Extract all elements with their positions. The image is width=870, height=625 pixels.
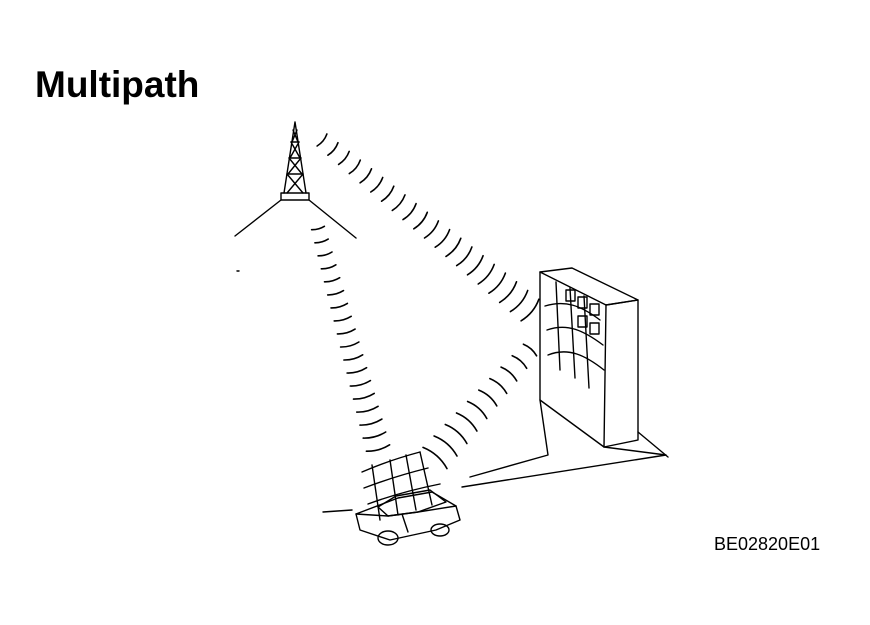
wave-arc — [352, 392, 375, 400]
wave-arc — [520, 298, 540, 322]
wave-arc — [455, 246, 473, 267]
wave-arc — [380, 185, 395, 202]
wave-arc — [346, 366, 368, 374]
wave-arc — [522, 343, 538, 357]
car-icon — [355, 489, 461, 546]
wave-arc — [370, 176, 384, 193]
wave-arc — [339, 341, 360, 348]
wave-arc — [365, 444, 391, 453]
wave-arc — [326, 289, 345, 296]
wave-arc — [500, 366, 518, 382]
broadcast-tower-icon — [234, 121, 357, 239]
wave-arc — [314, 238, 329, 244]
wave-arc — [477, 263, 495, 285]
wave-arc — [310, 225, 326, 231]
wave-arc — [316, 133, 328, 147]
wave-arc — [349, 379, 372, 387]
building-icon — [461, 267, 669, 488]
wave-arc — [323, 276, 341, 283]
road-grid — [322, 451, 441, 521]
wave-arc — [466, 254, 484, 276]
wave-arc — [422, 446, 448, 470]
wave-arc — [362, 431, 387, 439]
wave-arc — [359, 418, 383, 426]
reflected-signal-waves — [422, 343, 538, 470]
wave-arc — [330, 302, 349, 309]
wave-arc — [336, 328, 356, 335]
wave-arc — [356, 405, 379, 413]
wave-arc — [455, 412, 478, 432]
wave-arc — [337, 150, 350, 166]
wave-arc — [402, 202, 417, 221]
wave-arc — [327, 141, 339, 156]
wave-arc — [434, 228, 451, 248]
wave-arc — [423, 220, 440, 239]
wave-arc — [413, 211, 429, 230]
wave-arc — [391, 194, 406, 212]
wave-arc — [478, 389, 498, 407]
wave-arc — [466, 400, 488, 420]
wave-arc — [433, 435, 458, 457]
wave-arc — [343, 354, 364, 361]
figure-code: BE02820E01 — [714, 534, 821, 554]
signal-waves-to-building — [316, 133, 540, 322]
wave-arc — [489, 377, 508, 395]
wave-arc — [445, 237, 462, 258]
wave-arc — [488, 272, 507, 294]
wave-arc — [320, 264, 337, 270]
wave-arc — [333, 315, 352, 322]
diagram-title: Multipath — [35, 64, 200, 105]
wave-arc — [511, 354, 528, 370]
wave-arc — [359, 168, 373, 184]
wave-arc — [444, 423, 468, 445]
wave-arc — [498, 281, 518, 304]
signal-waves-to-car — [310, 225, 391, 453]
wave-arc — [509, 289, 529, 313]
wave-arc — [317, 251, 333, 257]
wave-arc — [348, 159, 362, 175]
